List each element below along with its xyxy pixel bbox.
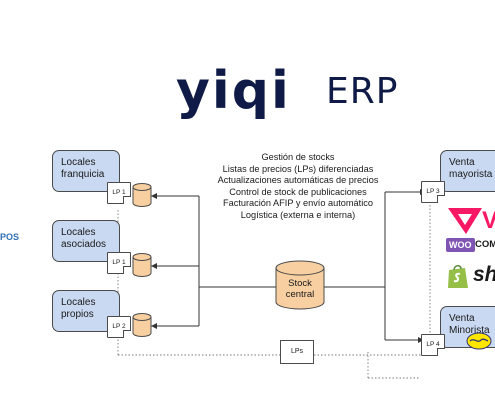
feature-list: Gestión de stocks Listas de precios (LPs… <box>200 152 396 222</box>
logo-word: yiqi <box>176 61 291 121</box>
feature-item: Actualizaciones automáticas de precios <box>217 175 379 186</box>
cylinder-stock-central <box>275 260 325 310</box>
cylinder-franquicia <box>132 183 152 207</box>
feature-item: Gestión de stocks <box>261 152 335 162</box>
feature-item: Control de stock de publicaciones <box>229 186 367 197</box>
mercadolibre-handshake-icon <box>466 332 492 350</box>
feature-item: Logística (externa e interna) <box>240 209 356 220</box>
box-title: Venta Minorista <box>449 313 490 336</box>
lp-tag-minorista: LP 4 <box>421 334 445 356</box>
box-title: Locales asociados <box>61 227 107 250</box>
lp-tag-propios: LP 2 <box>107 316 131 338</box>
woocommerce-suffix: COM <box>475 239 495 250</box>
feature-item: Facturación AFIP y envío automático <box>223 198 373 209</box>
lps-document: LPs <box>280 340 314 364</box>
lp-tag-asociados: LP 1 <box>107 252 131 274</box>
vtex-logo-icon <box>448 208 482 234</box>
box-title: Locales franquicia <box>61 157 105 180</box>
arrow-franquicia <box>151 193 157 199</box>
stock-central-label: Stock central <box>285 278 315 300</box>
arrow-propios <box>151 323 157 329</box>
arrow-asociados <box>151 263 157 269</box>
lp-tag-mayorista: LP 3 <box>421 181 445 203</box>
box-title: Locales propios <box>61 297 96 320</box>
cylinder-asociados <box>132 253 152 277</box>
box-venta-mayorista: Venta mayorista <box>440 150 495 192</box>
shopify-bag-icon <box>448 264 468 288</box>
woocommerce-badge: WOO <box>446 238 475 252</box>
shopify-text: sh <box>473 263 495 286</box>
cylinder-propios <box>132 313 152 337</box>
logo-erp: ERP <box>326 71 399 112</box>
yiqi-erp-logo: yiqi ERP <box>176 62 416 120</box>
feature-item: Listas de precios (LPs) diferenciadas <box>222 163 374 174</box>
left-cut-text: POS <box>0 232 20 242</box>
lp-tag-franquicia: LP 1 <box>107 182 131 204</box>
vtex-letter: V <box>482 207 495 234</box>
box-title: Venta mayorista <box>449 157 493 180</box>
